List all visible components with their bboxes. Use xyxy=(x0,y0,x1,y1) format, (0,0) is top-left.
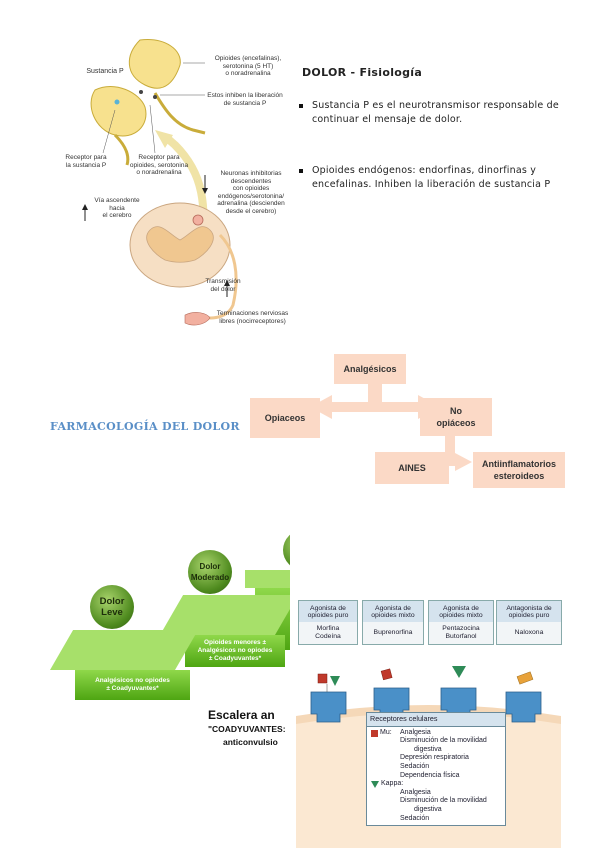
kappa-item-1: Disminución de la movilidad xyxy=(400,797,487,805)
step1-text: Analgésicos no opiodes ± Coadyuvantes* xyxy=(75,670,190,700)
drug-morfina-codeina: Morfina Codeína xyxy=(298,622,358,645)
drug-pentazocina-butorfanol: Pentazocina Butorfanol xyxy=(428,622,494,645)
box-analgesicos: Analgésicos xyxy=(334,354,406,384)
label-inhiben: Estos inhiben la liberación de sustancia… xyxy=(207,92,283,107)
kappa-item-0: Analgesia xyxy=(400,788,431,796)
kappa-item-2: digestiva xyxy=(414,805,442,813)
receptores-panel-title: Receptores celulares xyxy=(367,713,505,727)
drug-buprenorfina: Buprenorfina xyxy=(362,622,424,645)
header-agonista-mixto-2: Agonista de opioides mixto xyxy=(428,600,494,624)
receptores-figure: Agonista de opioides puro Agonista de op… xyxy=(296,600,562,848)
escalera-subtitle: "COADYUVANTES: xyxy=(208,724,286,734)
drug-naloxona: Naloxona xyxy=(496,622,562,645)
bullet-opioides-endogenos: Opioides endógenos: endorfinas, dinorfin… xyxy=(299,164,562,191)
label-receptor-p: Receptor para la sustancia P xyxy=(65,154,107,169)
mu-item-4: Sedación xyxy=(400,762,430,770)
spinal-diagram-svg xyxy=(82,39,238,326)
mu-item-0: Analgesia xyxy=(400,728,431,736)
label-neuronas: Neuronas inhibitorias descendentes con o… xyxy=(217,170,285,215)
escalera-analgesica-figure: Opioides menores ± Analgésicos no opiode… xyxy=(45,530,290,715)
mu-item-1: Disminución de la movilidad xyxy=(400,737,487,745)
ball-dolor-moderado: Dolor Moderado xyxy=(188,550,232,594)
label-receptor-opioides: Receptor para opioides, serotonina o nor… xyxy=(129,154,189,176)
box-no-opiaceos: No opiáceos xyxy=(420,398,492,436)
kappa-item-3: Sedación xyxy=(400,814,430,822)
mu-item-2: digestiva xyxy=(414,745,442,753)
box-opiaceos: Opiaceos xyxy=(250,398,320,438)
dolor-title: DOLOR - Fisiología xyxy=(302,66,423,79)
kappa-triangle-icon xyxy=(371,781,379,789)
bullet-sustancia-p: Sustancia P es el neurotransmisor respon… xyxy=(299,99,562,126)
kappa-label: Kappa: xyxy=(381,780,404,788)
escalera-subtitle2: anticonvulsio xyxy=(223,737,278,747)
escalera-title: Escalera an xyxy=(208,708,275,722)
label-opioides: Opioides (encefalinas), serotonina (5 HT… xyxy=(214,55,282,77)
header-agonista-mixto-1: Agonista de opioides mixto xyxy=(362,600,424,624)
label-transmision: Transmisión del dolor xyxy=(205,278,241,293)
mu-square-icon xyxy=(371,729,378,737)
label-sustancia-p: Sustancia P xyxy=(86,68,124,75)
header-antagonista-puro: Antagonista de opioides puro xyxy=(496,600,562,624)
label-via-ascendente: Vía ascendente hacia el cerebro xyxy=(94,197,140,219)
spinal-cord-figure: Sustancia P Opioides (encefalinas), sero… xyxy=(55,35,300,340)
header-agonista-puro: Agonista de opioides puro xyxy=(298,600,358,624)
step2-text: Opioides menores ± Analgésicos no opiode… xyxy=(185,635,285,667)
mu-label: Mu: xyxy=(380,728,392,736)
receptores-celulares-panel: Receptores celulares Mu: Analgesia Dismi… xyxy=(366,712,506,827)
mu-item-5: Dependencia física xyxy=(400,771,460,779)
label-terminaciones: Terminaciones nerviosas libres (nocirrec… xyxy=(216,310,289,325)
ball-dolor-leve: Dolor Leve xyxy=(90,585,134,629)
box-aines: AINES xyxy=(375,452,449,484)
farmacologia-title: FARMACOLOGÍA DEL DOLOR xyxy=(50,420,240,433)
mu-item-3: Depresión respiratoria xyxy=(400,754,469,762)
box-antiinflamatorios: Antiinflamatorios esteroideos xyxy=(473,452,565,488)
